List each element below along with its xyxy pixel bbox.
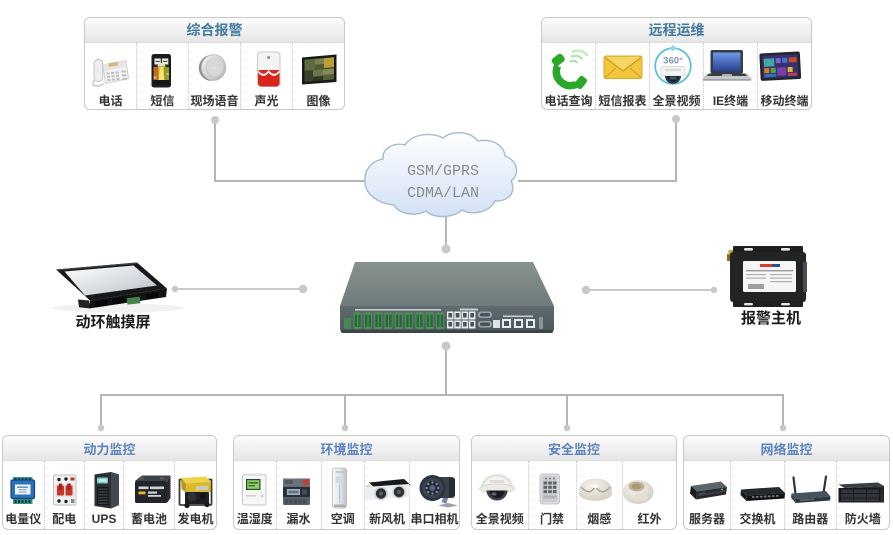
svg-text:GSM/GPRS: GSM/GPRS (407, 163, 479, 180)
svg-text:CDMA/LAN: CDMA/LAN (407, 185, 479, 202)
